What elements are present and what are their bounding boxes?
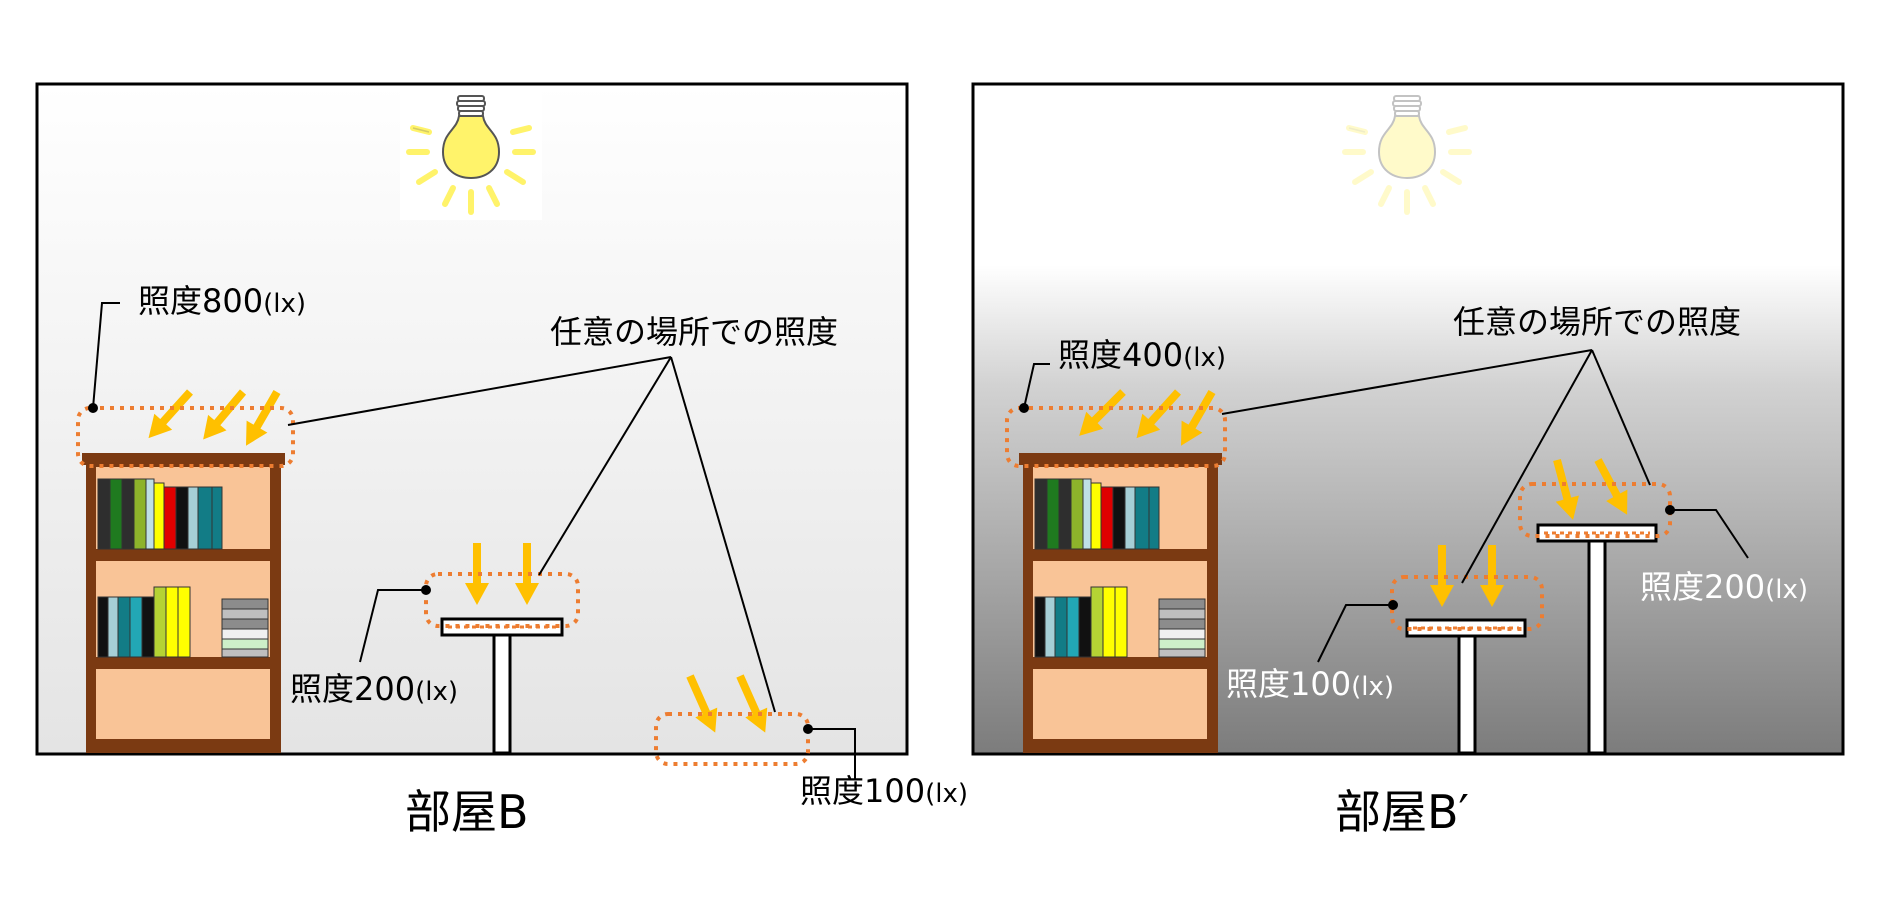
illuminance-label-floor: 照度100(lx) [800, 772, 968, 810]
room-b-panel: 任意の場所での照度 照度800(lx) 照度200(lx) 照度100(lx) … [35, 82, 968, 839]
bookshelf [1018, 452, 1223, 754]
illuminance-label-low-table: 照度100(lx) [1226, 665, 1394, 703]
table [440, 617, 564, 755]
room-b-title: 部屋B [405, 785, 529, 839]
illuminance-label-table: 照度200(lx) [290, 670, 458, 708]
caption-any-location: 任意の場所での照度 [550, 313, 838, 351]
measure-area-table [424, 572, 580, 628]
measure-area-high-table [1518, 482, 1672, 538]
room-b-prime-panel: 任意の場所での照度 照度400(lx) 照度100(lx) 照度200(lx) … [971, 82, 1845, 839]
measure-area-floor [654, 712, 810, 766]
measure-area-shelf [1005, 406, 1227, 468]
illuminance-label-high-table: 照度200(lx) [1640, 568, 1808, 606]
caption-any-location: 任意の場所での照度 [1453, 303, 1741, 341]
illuminance-label-shelf: 照度800(lx) [138, 282, 306, 320]
room-b-prime-title: 部屋B′ [1335, 785, 1469, 839]
illuminance-label-shelf: 照度400(lx) [1058, 336, 1226, 374]
bookshelf [81, 452, 286, 754]
